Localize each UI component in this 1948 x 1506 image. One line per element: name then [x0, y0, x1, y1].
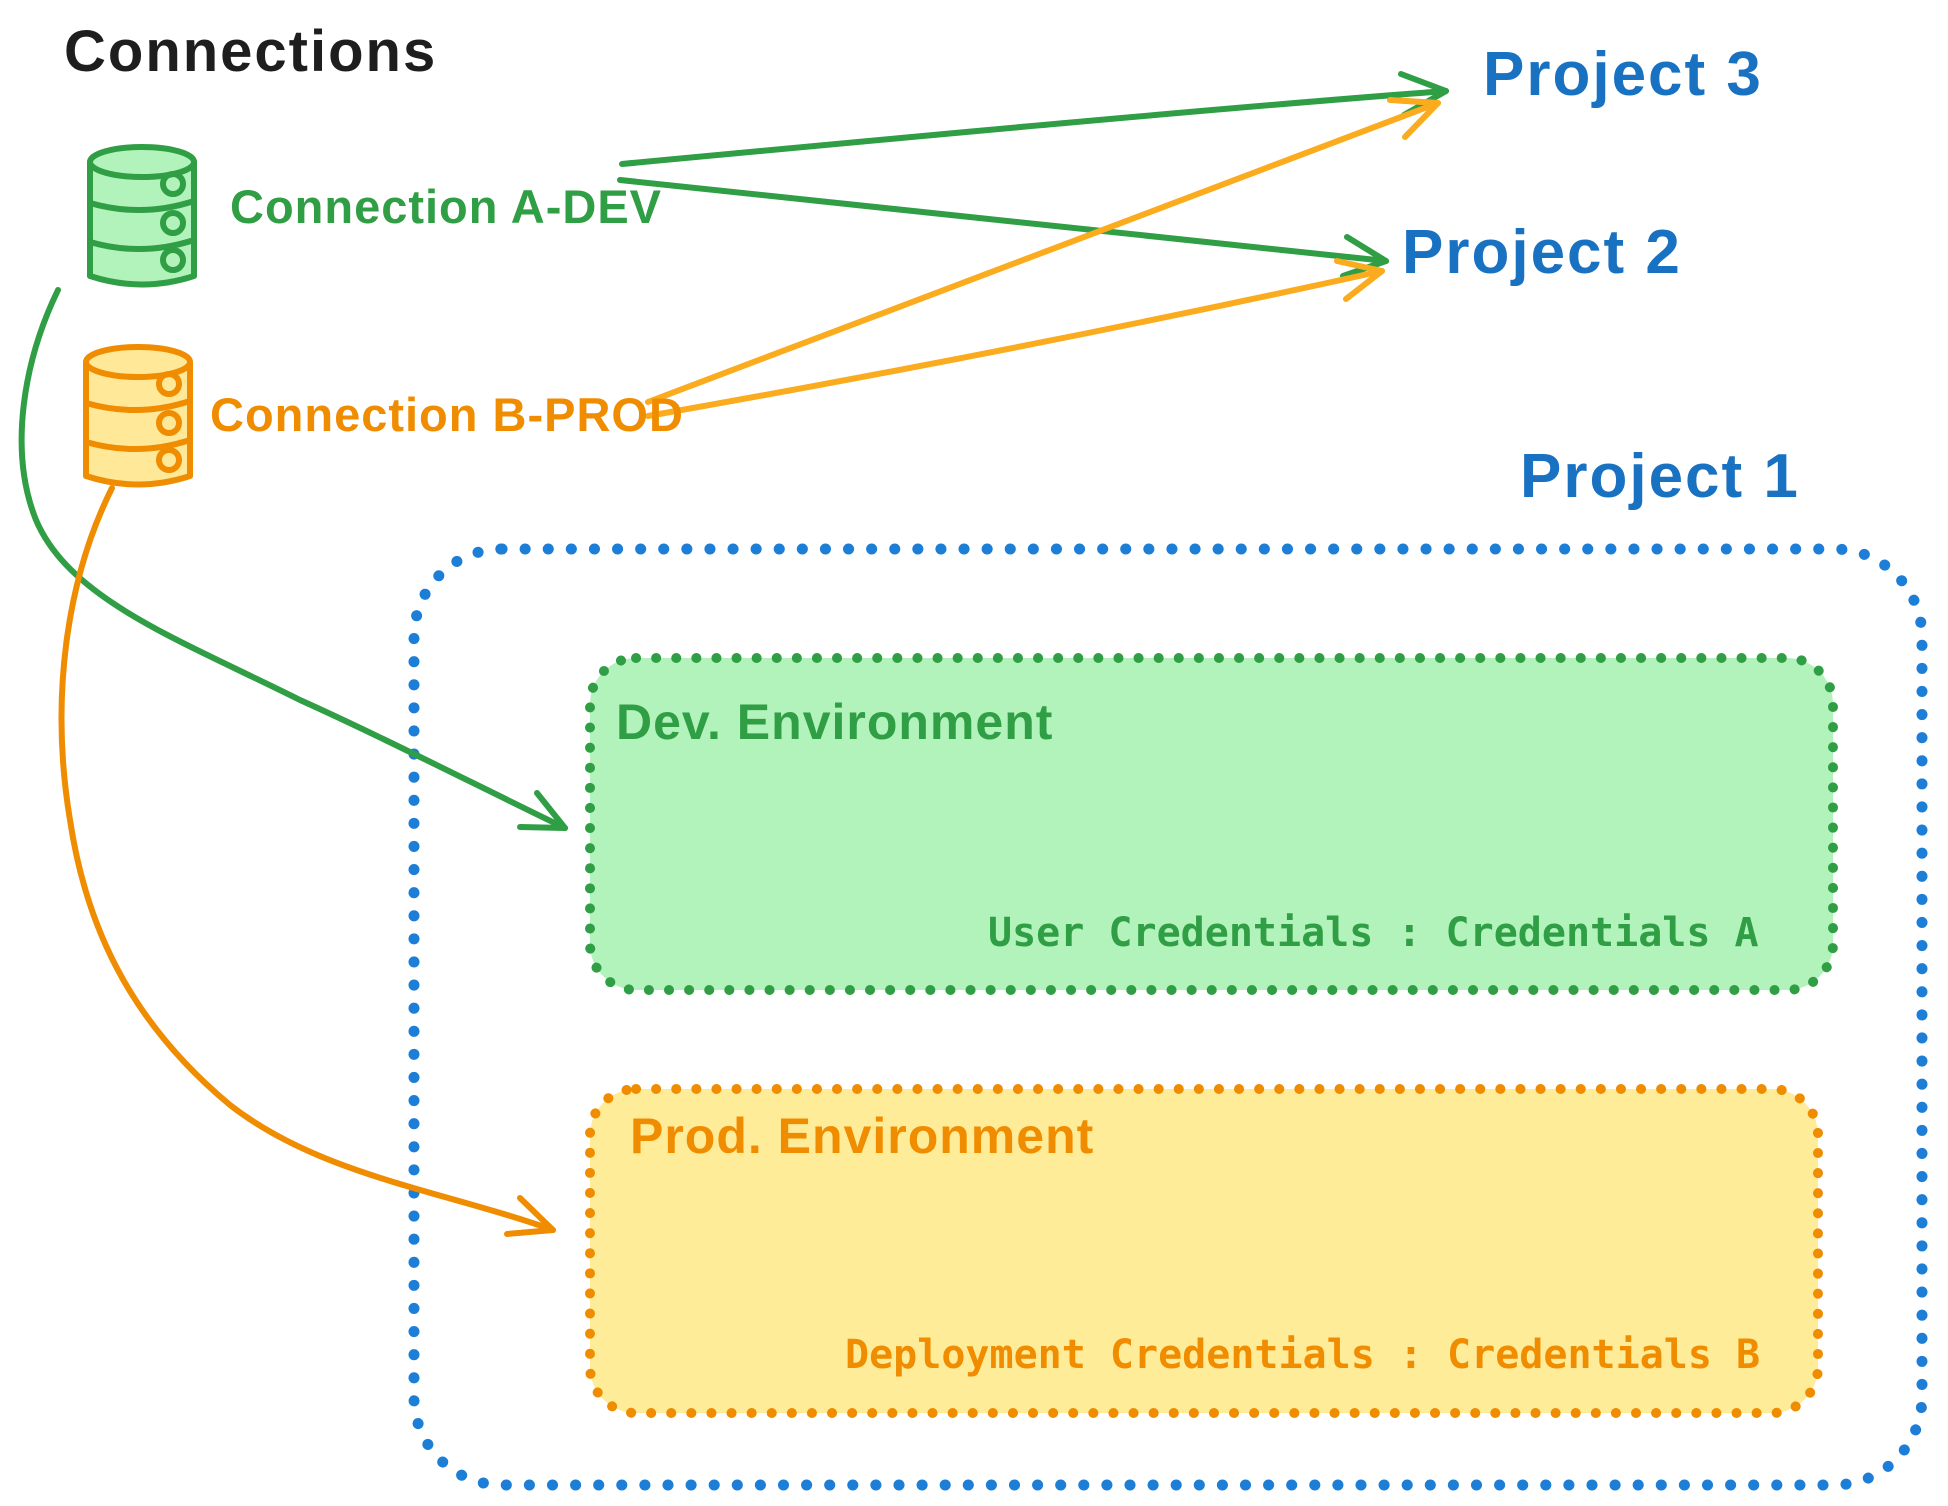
arrow-b-prod-to-prod-environment	[58, 485, 556, 1233]
diagram-title: Connections	[64, 19, 438, 84]
arrowhead-dev-environment	[517, 790, 568, 831]
arrow-b-prod-to-project-2	[645, 268, 1385, 419]
database-icon-b-prod	[83, 344, 193, 488]
arrowhead-prod-environment	[504, 1195, 556, 1237]
dev-environment-title: Dev. Environment	[616, 694, 1054, 750]
project-1-boundary-box	[408, 543, 1928, 1491]
dev-environment-box	[585, 653, 1838, 995]
arrow-a-dev-to-dev-environment	[18, 287, 568, 831]
arrow-b-prod-to-project-3	[645, 100, 1441, 405]
prod-environment-box	[585, 1084, 1823, 1418]
prod-environment-credentials: Deployment Credentials : Credentials B	[845, 1332, 1761, 1378]
arrowhead-b-prod-project-2	[1334, 258, 1385, 302]
connection-a-dev-label: Connection A-DEV	[230, 180, 663, 233]
project-1-label: Project 1	[1520, 442, 1800, 511]
prod-environment-title: Prod. Environment	[630, 1108, 1095, 1164]
arrowhead-a-dev-project-2	[1340, 234, 1389, 279]
database-icon-a-dev	[87, 144, 197, 288]
project-3-label: Project 3	[1483, 40, 1763, 109]
dev-environment-credentials: User Credentials : Credentials A	[988, 910, 1759, 956]
arrowhead-a-dev-project-3	[1398, 71, 1449, 118]
connection-b-prod-label: Connection B-PROD	[210, 388, 684, 441]
arrow-a-dev-to-project-2	[617, 177, 1389, 264]
arrowhead-b-prod-project-3	[1387, 97, 1441, 140]
project-2-label: Project 2	[1402, 218, 1682, 287]
arrow-a-dev-to-project-3	[619, 88, 1449, 167]
